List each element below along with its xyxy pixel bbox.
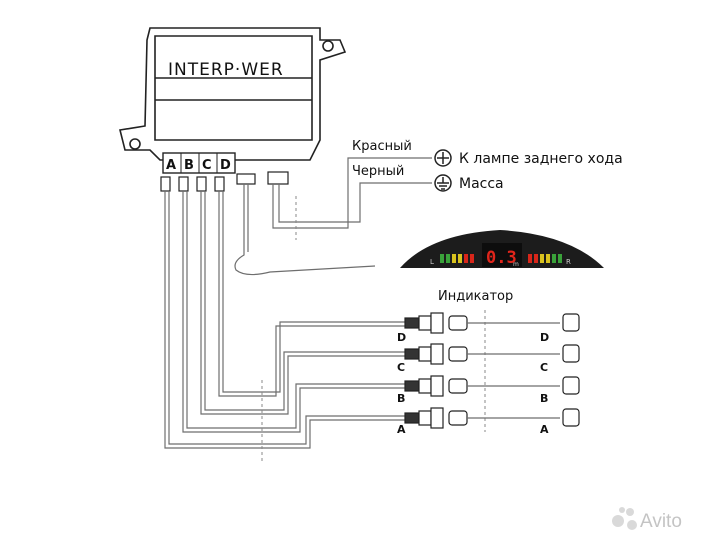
sensor-row-c [404,343,580,365]
row-c-left-label: C [397,361,405,374]
ground-label: Масса [459,176,504,192]
connector-a-label: A [166,158,176,173]
indicator-label: Индикатор [438,289,513,304]
black-wire-label: Черный [352,164,404,179]
connector-d-label: D [220,158,231,173]
row-d-right-label: D [540,331,549,344]
avito-logo-icon [612,507,637,530]
indicator-mid-mark: m [513,261,519,268]
control-unit [119,27,347,161]
sensor-row-a [404,407,580,429]
right-bar-segments [528,254,562,263]
watermark-text: Avito [640,511,682,532]
row-c-right-label: C [540,361,548,374]
indicator-display [400,230,604,268]
sensor-row-b [404,375,580,397]
cut-markers [261,196,486,462]
sensor-row-d [404,312,580,334]
row-b-right-label: B [540,392,548,405]
indicator-right-mark: R [566,258,571,266]
red-wire-label: Красный [352,139,412,154]
ground-icon [434,174,452,192]
connector-c-label: C [202,158,212,173]
row-d-left-label: D [397,331,406,344]
left-bar-segments [440,254,474,263]
row-b-left-label: B [397,392,405,405]
connector-plugs [160,171,289,192]
connector-b-label: B [184,158,194,173]
row-a-left-label: A [397,423,406,436]
brand-label: INTERP·WER [168,60,284,80]
sensor-wires [164,157,432,449]
indicator-readout: 0.3 [486,248,517,268]
plus-icon [434,149,452,167]
reverse-lamp-label: К лампе заднего хода [459,151,623,167]
indicator-left-mark: L [430,258,434,266]
connector-block: A B C D [162,152,236,174]
row-a-right-label: A [540,423,549,436]
